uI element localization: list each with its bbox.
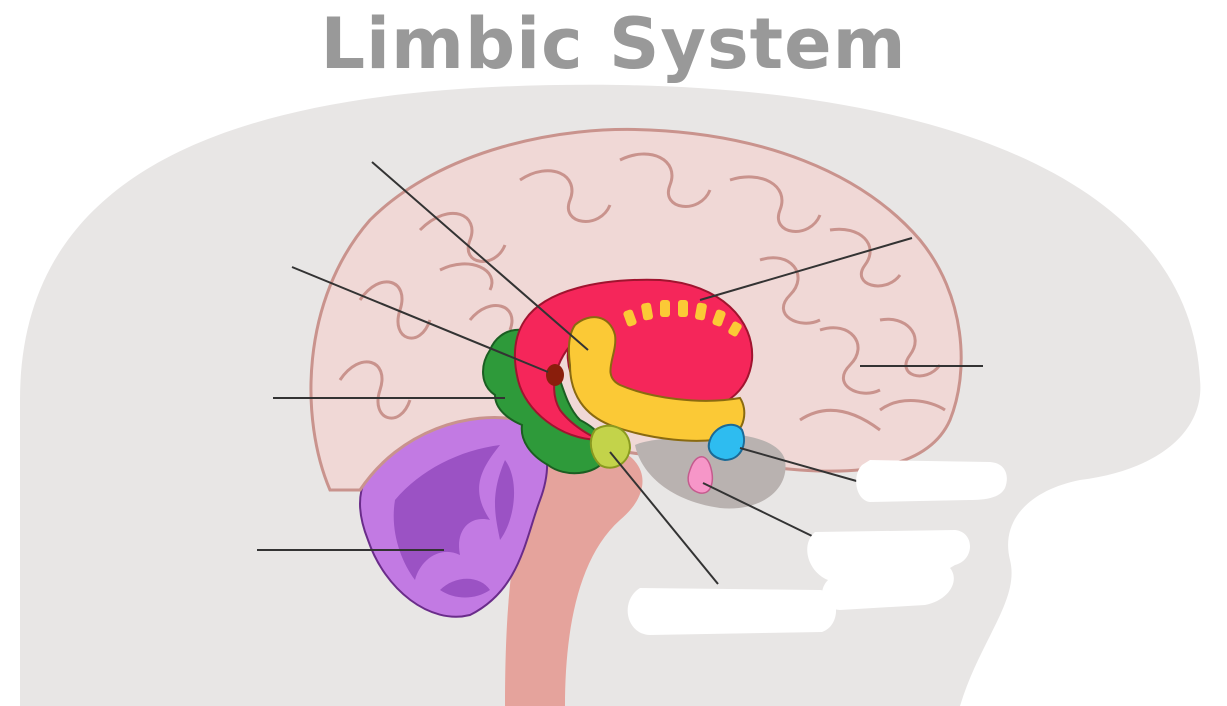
brainstem [505,450,643,706]
blank-label-boxes [627,460,1007,635]
page-title: Limbic System [320,3,907,85]
leader-line-hippocampus [702,482,813,537]
leader-line-amygdala [739,447,861,483]
label-box-amygdala[interactable] [856,460,1007,502]
hypothalamus [589,424,632,469]
cerebral-gyri [338,152,946,432]
small-red-nucleus [546,364,564,386]
leader-lines [257,161,983,585]
leader-line-cingulate [699,237,913,301]
cerebellum-arbor-vitae [393,445,515,598]
fornix [567,316,746,442]
leader-line-fornix [371,161,589,351]
leader-line-red-nucleus [291,266,549,373]
label-box-hypothalamus[interactable] [627,588,837,635]
cingulate-striations [623,300,742,337]
amygdala [707,423,745,462]
leader-line-hypothalamus [609,451,719,585]
label-box-hippocampus[interactable] [807,530,970,610]
